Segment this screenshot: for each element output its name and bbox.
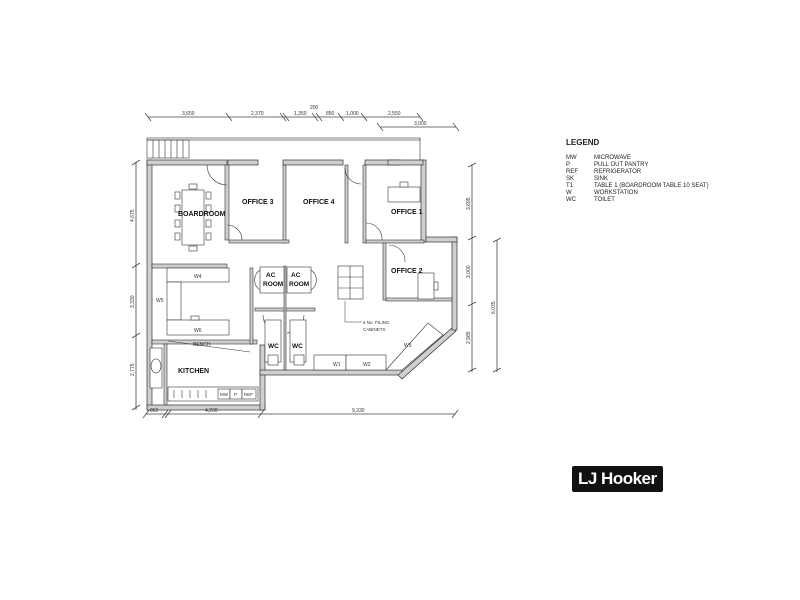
label-office-4: OFFICE 4 [303, 199, 335, 206]
label-wc-2: WC [292, 343, 303, 350]
label-w2: W2 [363, 362, 371, 368]
dim-right-total: 6,035 [491, 301, 497, 314]
label-w3: W3 [404, 343, 412, 349]
dim-top-second: 3,000 [414, 121, 427, 127]
label-filing-2: CABINETS [363, 327, 386, 332]
dim-bottom-0: 860 [150, 408, 159, 414]
label-office-2: OFFICE 2 [391, 268, 423, 275]
dim-bottom-1: 4,200 [205, 408, 218, 414]
label-ac-1: AC [266, 272, 276, 279]
dim-top-4: 850 [326, 111, 335, 117]
label-office-1: OFFICE 1 [391, 209, 423, 216]
label-boardroom: BOARDROOM [178, 211, 226, 218]
lj-hooker-logo: LJ Hooker [572, 466, 663, 492]
label-mw: MW [220, 392, 229, 397]
dim-left-1: 3,330 [130, 295, 136, 308]
dim-top-2: 1,350 [294, 111, 307, 117]
label-w4: W4 [194, 274, 202, 280]
dim-left-2: 2,775 [130, 363, 136, 376]
label-w1: W1 [333, 362, 341, 368]
label-wc-1: WC [268, 343, 279, 350]
legend-title: LEGEND [566, 138, 600, 147]
dim-right-1: 3,000 [466, 265, 472, 278]
dim-bottom-2: 9,330 [352, 408, 365, 414]
label-room-2: ROOM [289, 281, 309, 288]
label-bench: BENCH [193, 342, 211, 348]
dim-top-1: 2,370 [251, 111, 264, 117]
dim-right-2: 2,985 [466, 331, 472, 344]
dim-right-0: 3,695 [466, 197, 472, 210]
label-w5: W5 [156, 298, 164, 304]
label-room-1: ROOM [263, 281, 283, 288]
label-kitchen: KITCHEN [178, 368, 209, 375]
dim-top-5: 1,000 [346, 111, 359, 117]
label-w6: W6 [194, 328, 202, 334]
label-p: P [234, 392, 237, 397]
dim-top-3: 200 [310, 105, 319, 111]
dim-left-0: 4,675 [130, 209, 136, 222]
label-ref: REF [244, 392, 253, 397]
label-filing-1: 6 No. FILING [363, 320, 390, 325]
dim-top-6: 2,550 [388, 111, 401, 117]
dim-top-0: 3,650 [182, 111, 195, 117]
label-ac-2: AC [291, 272, 301, 279]
label-office-3: OFFICE 3 [242, 199, 274, 206]
